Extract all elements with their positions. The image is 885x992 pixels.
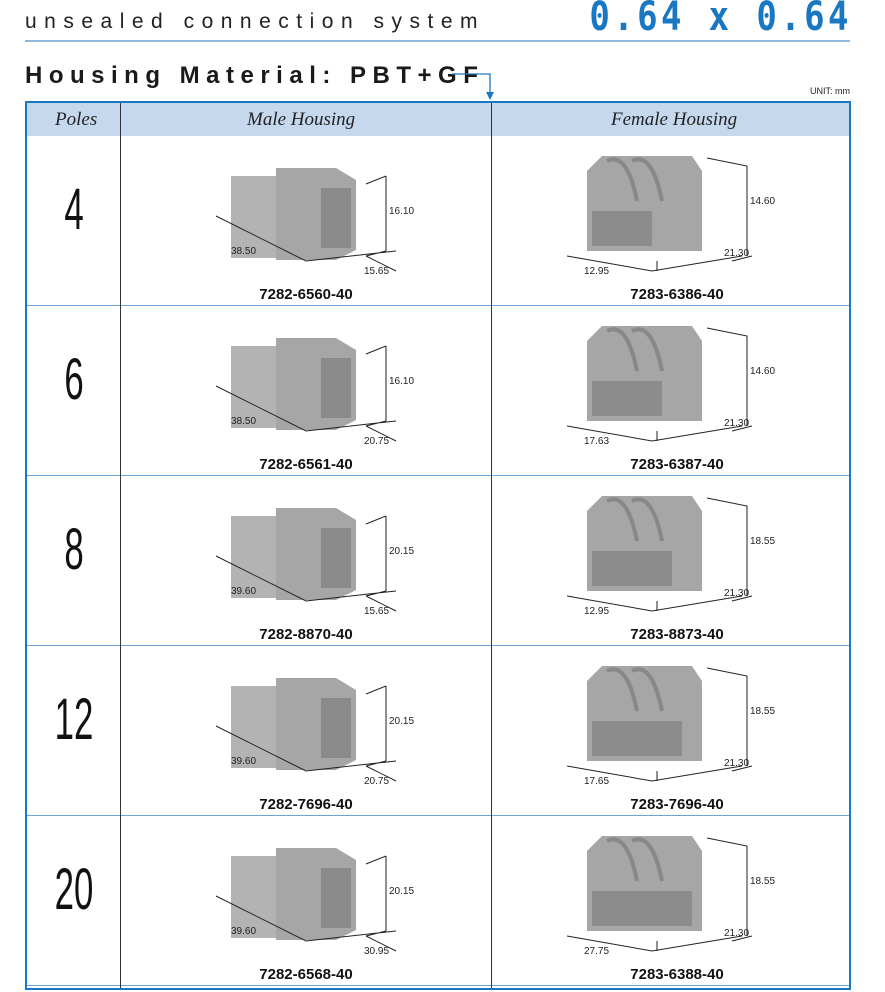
female-height-dimension: 18.55 [750, 536, 775, 547]
male-part-number: 7282-7696-40 [259, 796, 353, 813]
male-housing-drawing: 39.60 15.65 20.15 [215, 508, 414, 617]
row-divider [27, 985, 849, 986]
female-depth-dimension: 21.30 [724, 588, 749, 599]
female-part-number: 7283-6386-40 [630, 286, 724, 303]
male-height-dimension: 16.10 [389, 376, 414, 387]
column-divider [120, 103, 121, 988]
cavity-grid [592, 381, 662, 416]
male-part-number: 7282-6568-40 [259, 966, 353, 983]
male-length-dimension: 39.60 [231, 926, 256, 937]
housing-opening [321, 358, 351, 418]
male-width-dimension: 30.95 [364, 946, 389, 957]
column-header-poles: Poles [55, 109, 98, 130]
female-height-dimension: 18.55 [750, 876, 775, 887]
male-width-dimension: 15.65 [364, 606, 389, 617]
female-width-dimension: 17.63 [584, 436, 609, 447]
female-housing-drawing: 12.95 21.30 14.60 [566, 156, 775, 277]
housing-opening [321, 868, 351, 928]
page-title: Housing Material: PBT+GF [25, 62, 485, 89]
table-row: 4 38.50 15.65 16.10 12.95 21.30 14.60 7282-6… [27, 136, 849, 306]
column-divider [491, 103, 492, 988]
divider [25, 40, 850, 42]
female-width-dimension: 27.75 [584, 946, 609, 957]
cavity-grid [592, 211, 652, 246]
row-divider [27, 305, 849, 306]
row-divider [27, 475, 849, 476]
column-header-female: Female Housing [611, 109, 738, 130]
male-height-dimension: 20.15 [389, 716, 414, 727]
housing-opening [321, 698, 351, 758]
pointer-arrow-icon [452, 73, 494, 100]
male-housing-drawing: 38.50 15.65 16.10 [215, 168, 414, 277]
female-width-dimension: 12.95 [584, 606, 609, 617]
female-part-number: 7283-8873-40 [630, 626, 724, 643]
male-height-dimension: 20.15 [389, 886, 414, 897]
cavity-grid [592, 551, 672, 586]
male-length-dimension: 39.60 [231, 756, 256, 767]
poles-count: 8 [64, 517, 84, 582]
subtitle: unsealed connection system [25, 10, 485, 33]
table-row: 8 39.60 15.65 20.15 12.95 21.30 18.55 7282-8… [27, 476, 849, 646]
female-depth-dimension: 21.30 [724, 928, 749, 939]
cavity-grid [592, 721, 682, 756]
female-width-dimension: 17.65 [584, 776, 609, 787]
female-depth-dimension: 21.30 [724, 418, 749, 429]
female-housing-drawing: 27.75 21.30 18.55 [566, 836, 775, 957]
table-row: 6 38.50 20.75 16.10 17.63 21.30 14.60 7282-6… [27, 306, 849, 476]
housing-opening [321, 188, 351, 248]
row-divider [27, 645, 849, 646]
terminal-size: 0.64 x 0.64 [589, 0, 852, 40]
poles-count: 20 [54, 857, 94, 922]
poles-count: 12 [54, 687, 94, 752]
column-header-male: Male Housing [247, 109, 356, 130]
male-part-number: 7282-6561-40 [259, 456, 353, 473]
female-part-number: 7283-7696-40 [630, 796, 724, 813]
female-housing-drawing: 12.95 21.30 18.55 [566, 496, 775, 617]
female-height-dimension: 14.60 [750, 366, 775, 377]
female-width-dimension: 12.95 [584, 266, 609, 277]
housing-table: Poles Male Housing Female Housing 4 38.5… [25, 101, 851, 990]
male-length-dimension: 39.60 [231, 586, 256, 597]
male-housing-drawing: 38.50 20.75 16.10 [215, 338, 414, 447]
row-divider [27, 815, 849, 816]
female-part-number: 7283-6387-40 [630, 456, 724, 473]
unit-label: UNIT: mm [810, 86, 850, 96]
male-housing-drawing: 39.60 30.95 20.15 [215, 848, 414, 957]
poles-count: 4 [64, 177, 84, 242]
male-part-number: 7282-8870-40 [259, 626, 353, 643]
female-part-number: 7283-6388-40 [630, 966, 724, 983]
male-height-dimension: 20.15 [389, 546, 414, 557]
male-part-number: 7282-6560-40 [259, 286, 353, 303]
female-housing-drawing: 17.63 21.30 14.60 [566, 326, 775, 447]
table-header: Poles Male Housing Female Housing [27, 103, 849, 136]
female-housing-drawing: 17.65 21.30 18.55 [566, 666, 775, 787]
poles-count: 6 [64, 347, 84, 412]
housing-opening [321, 528, 351, 588]
male-width-dimension: 20.75 [364, 776, 389, 787]
male-housing-drawing: 39.60 20.75 20.15 [215, 678, 414, 787]
female-height-dimension: 18.55 [750, 706, 775, 717]
female-depth-dimension: 21.30 [724, 248, 749, 259]
table-row: 20 39.60 30.95 20.15 27.75 21.30 18.55 7282-… [27, 816, 849, 986]
cavity-grid [592, 891, 692, 926]
male-width-dimension: 20.75 [364, 436, 389, 447]
table-row: 12 39.60 20.75 20.15 17.65 21.30 18.55 7282-… [27, 646, 849, 816]
female-depth-dimension: 21.30 [724, 758, 749, 769]
female-height-dimension: 14.60 [750, 196, 775, 207]
male-length-dimension: 38.50 [231, 416, 256, 427]
male-length-dimension: 38.50 [231, 246, 256, 257]
male-width-dimension: 15.65 [364, 266, 389, 277]
male-height-dimension: 16.10 [389, 206, 414, 217]
